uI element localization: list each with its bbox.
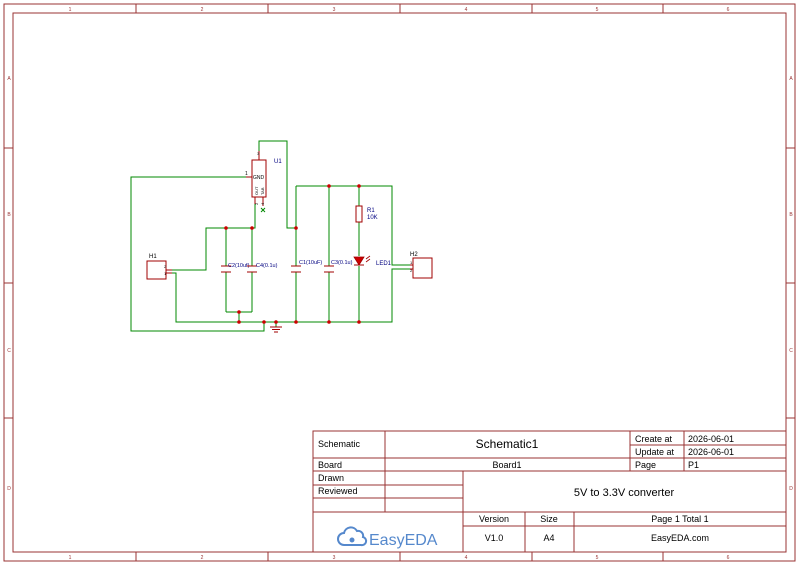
c1-ref: C1(10uF): [299, 260, 322, 266]
frame-row-label: C: [7, 348, 11, 354]
h2-pin-1: 1: [410, 260, 413, 265]
light-emission-icon: [365, 255, 371, 263]
cloud-icon: [337, 526, 368, 547]
title-block-text: Schematic Schematic1 Create at 2026-06-0…: [318, 434, 734, 543]
title-block: [312, 430, 787, 553]
drawn-label: Drawn: [318, 473, 344, 483]
u1-ref: U1: [274, 159, 282, 165]
u1-pin-2: 2: [254, 202, 259, 205]
frame-row-label: B: [7, 212, 11, 218]
u1-gnd-pin: GND: [253, 175, 265, 181]
regulator-u1[interactable]: U1 GND 1 3 OUT TAB 2 4: [245, 151, 282, 213]
page-label: Page: [635, 460, 656, 470]
resistor-r1[interactable]: R1 10K: [355, 205, 378, 223]
version-value: V1.0: [485, 533, 504, 543]
u1-tab-pin: TAB: [260, 187, 265, 195]
frame-col-label: 6: [727, 7, 730, 13]
description: 5V to 3.3V converter: [574, 487, 675, 499]
page-value: P1: [688, 460, 699, 470]
capacitor-c4[interactable]: C4(0.1u): [247, 263, 278, 273]
u1-out-pin: OUT: [254, 186, 259, 195]
h2-ref: H2: [410, 252, 418, 258]
capacitor-c2[interactable]: C2(10uf): [221, 263, 250, 273]
frame-col-label: 1: [69, 7, 72, 13]
frame-col-label: 4: [465, 7, 468, 13]
h1-ref: H1: [149, 254, 157, 260]
no-connect-icon: [260, 207, 266, 213]
u1-pin-3: 3: [257, 151, 260, 156]
frame-row-label: C: [789, 348, 793, 354]
frame-col-label: 3: [333, 7, 336, 13]
ground-icon: [270, 326, 282, 333]
c4-ref: C4(0.1u): [256, 263, 278, 269]
board-label: Board: [318, 460, 342, 470]
r1-ref: R1: [367, 208, 375, 214]
h1-pin-2: 2: [164, 264, 167, 269]
update-date: 2026-06-01: [688, 447, 734, 457]
website: EasyEDA.com: [651, 533, 709, 543]
schematic-label: Schematic: [318, 439, 361, 449]
h2-pin-2: 2: [410, 268, 413, 273]
size-value: A4: [543, 533, 554, 543]
frame-row-label: A: [7, 76, 11, 82]
frame-col-label: 4: [465, 555, 468, 561]
easyeda-logo: EasyEDA: [337, 526, 438, 549]
u1-pin-1: 1: [245, 171, 248, 177]
frame-col-label: 1: [69, 555, 72, 561]
junctions: [224, 184, 361, 324]
reviewed-label: Reviewed: [318, 486, 358, 496]
schematic-name: Schematic1: [476, 437, 539, 451]
create-label: Create at: [635, 434, 673, 444]
frame-col-label: 5: [596, 7, 599, 13]
frame-col-label: 6: [727, 555, 730, 561]
frame-row-label: A: [789, 76, 793, 82]
frame-row-label: D: [789, 486, 793, 492]
update-label: Update at: [635, 447, 675, 457]
drawing-frame: [3, 3, 796, 562]
led-led1[interactable]: LED1: [353, 255, 392, 267]
frame-col-label: 5: [596, 555, 599, 561]
logo-text: EasyEDA: [369, 532, 438, 549]
create-date: 2026-06-01: [688, 434, 734, 444]
u1-pin-4: 4: [260, 202, 265, 205]
version-label: Version: [479, 514, 509, 524]
board-name: Board1: [492, 460, 521, 470]
c3-ref: C3(0.1u): [331, 260, 353, 266]
outer-border: [3, 3, 796, 562]
header-h2[interactable]: H2 1 2: [410, 252, 433, 279]
size-label: Size: [540, 514, 558, 524]
wires: [130, 140, 410, 332]
capacitor-c1[interactable]: C1(10uF): [291, 260, 322, 273]
capacitor-c3[interactable]: C3(0.1u): [324, 260, 353, 273]
page-total: Page 1 Total 1: [651, 514, 708, 524]
frame-row-label: D: [7, 486, 11, 492]
frame-col-label: 3: [333, 555, 336, 561]
r1-value: 10K: [367, 215, 378, 221]
led1-ref: LED1: [376, 261, 392, 267]
frame-col-label: 2: [201, 7, 204, 13]
c2-ref: C2(10uf): [228, 263, 250, 269]
frame-col-label: 2: [201, 555, 204, 561]
h1-pin-1: 1: [164, 271, 167, 276]
frame-row-label: B: [789, 212, 793, 218]
header-h1[interactable]: H1 2 1: [146, 254, 172, 280]
